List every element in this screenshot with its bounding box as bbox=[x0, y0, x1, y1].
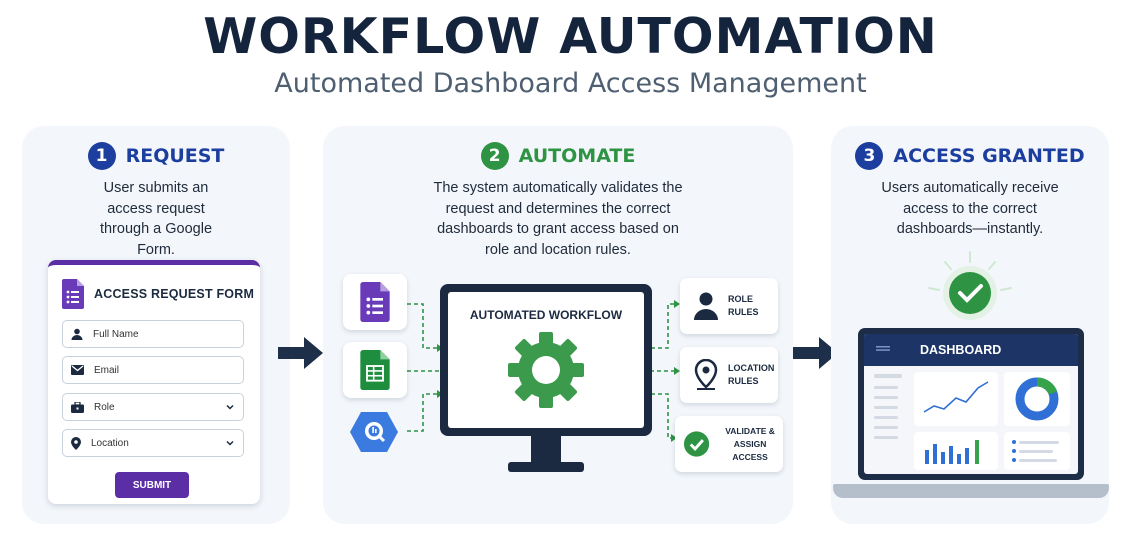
arrow-right-icon bbox=[793, 337, 838, 369]
role-rules-card: ROLE RULES bbox=[680, 278, 778, 334]
laptop-base bbox=[833, 484, 1109, 498]
google-sheets-icon bbox=[360, 350, 390, 390]
step-3-title: ACCESS GRANTED bbox=[893, 145, 1085, 167]
google-forms-tile bbox=[343, 274, 407, 330]
gear-icon bbox=[508, 332, 584, 408]
form-header: ACCESS REQUEST FORM bbox=[62, 279, 254, 309]
step-2-badge: 2 bbox=[480, 142, 509, 170]
user-icon bbox=[71, 328, 83, 340]
validate-assign-label: VALIDATE & ASSIGN ACCESS bbox=[725, 425, 775, 462]
step-1-header: 1 REQUEST bbox=[22, 142, 290, 170]
menu-icon bbox=[876, 346, 890, 351]
mail-icon bbox=[71, 365, 84, 375]
bigquery-icon bbox=[350, 412, 398, 452]
step-3-badge: 3 bbox=[855, 142, 884, 170]
step-1-description: User submits an access request through a… bbox=[99, 180, 213, 258]
location-rules-card: LOCATION RULES bbox=[680, 347, 778, 403]
location-pin-icon bbox=[694, 359, 718, 390]
dashboard-widgets bbox=[874, 372, 1070, 470]
full-name-label: Full Name bbox=[93, 328, 139, 340]
monitor-title: AUTOMATED WORKFLOW bbox=[469, 308, 623, 322]
google-forms-icon bbox=[62, 279, 84, 309]
location-pin-icon bbox=[71, 436, 81, 450]
submit-button[interactable]: SUBMIT bbox=[115, 472, 189, 498]
monitor-stand bbox=[508, 462, 584, 472]
full-name-field[interactable]: Full Name bbox=[62, 320, 244, 348]
role-label: Role bbox=[94, 401, 115, 413]
location-label: Location bbox=[91, 437, 129, 449]
check-circle-icon bbox=[683, 431, 710, 457]
chevron-down-icon bbox=[226, 404, 234, 410]
monitor-screen: AUTOMATED WORKFLOW bbox=[448, 292, 644, 428]
google-forms-icon bbox=[360, 282, 390, 322]
form-title: ACCESS REQUEST FORM bbox=[94, 287, 255, 301]
arrow-right-icon bbox=[278, 337, 323, 369]
step-3-description: Users automatically receive access to th… bbox=[881, 180, 1059, 237]
location-rules-label: LOCATION RULES bbox=[728, 363, 775, 386]
access-granted-panel: 3 ACCESS GRANTED Users automatically rec… bbox=[831, 126, 1109, 524]
dashboard-title: DASHBOARD bbox=[920, 343, 1002, 357]
validate-assign-card: VALIDATE & ASSIGN ACCESS bbox=[675, 416, 783, 472]
location-select[interactable]: Location bbox=[62, 429, 244, 457]
step-3-header: 3 ACCESS GRANTED bbox=[831, 142, 1109, 170]
chevron-down-icon bbox=[226, 440, 234, 446]
email-label: Email bbox=[94, 364, 120, 376]
request-panel: 1 REQUEST User submits an access request… bbox=[22, 126, 290, 524]
dashboard-screen: DASHBOARD bbox=[864, 334, 1078, 474]
page-title: WORKFLOW AUTOMATION bbox=[203, 8, 938, 65]
step-2-title: AUTOMATE bbox=[518, 145, 636, 167]
workflow-monitor: AUTOMATED WORKFLOW bbox=[440, 284, 652, 436]
page-subtitle: Automated Dashboard Access Management bbox=[274, 68, 867, 99]
step-1-title: REQUEST bbox=[125, 145, 225, 167]
email-field[interactable]: Email bbox=[62, 356, 244, 384]
step-2-header: 2 AUTOMATE bbox=[323, 142, 793, 170]
google-sheets-tile bbox=[343, 342, 407, 398]
dashboard-header: DASHBOARD bbox=[864, 334, 1078, 366]
success-check-icon bbox=[928, 251, 1012, 320]
monitor-neck bbox=[531, 436, 561, 464]
automate-panel: 2 AUTOMATE The system automatically vali… bbox=[323, 126, 793, 524]
role-select[interactable]: Role bbox=[62, 393, 244, 421]
user-icon bbox=[694, 292, 718, 320]
laptop: DASHBOARD bbox=[858, 328, 1084, 480]
step-1-badge: 1 bbox=[87, 142, 116, 170]
access-request-form: ACCESS REQUEST FORM Full Name Email Role… bbox=[48, 260, 260, 504]
briefcase-icon bbox=[71, 401, 84, 413]
role-rules-label: ROLE RULES bbox=[728, 294, 759, 317]
step-2-description: The system automatically validates the r… bbox=[433, 180, 683, 258]
